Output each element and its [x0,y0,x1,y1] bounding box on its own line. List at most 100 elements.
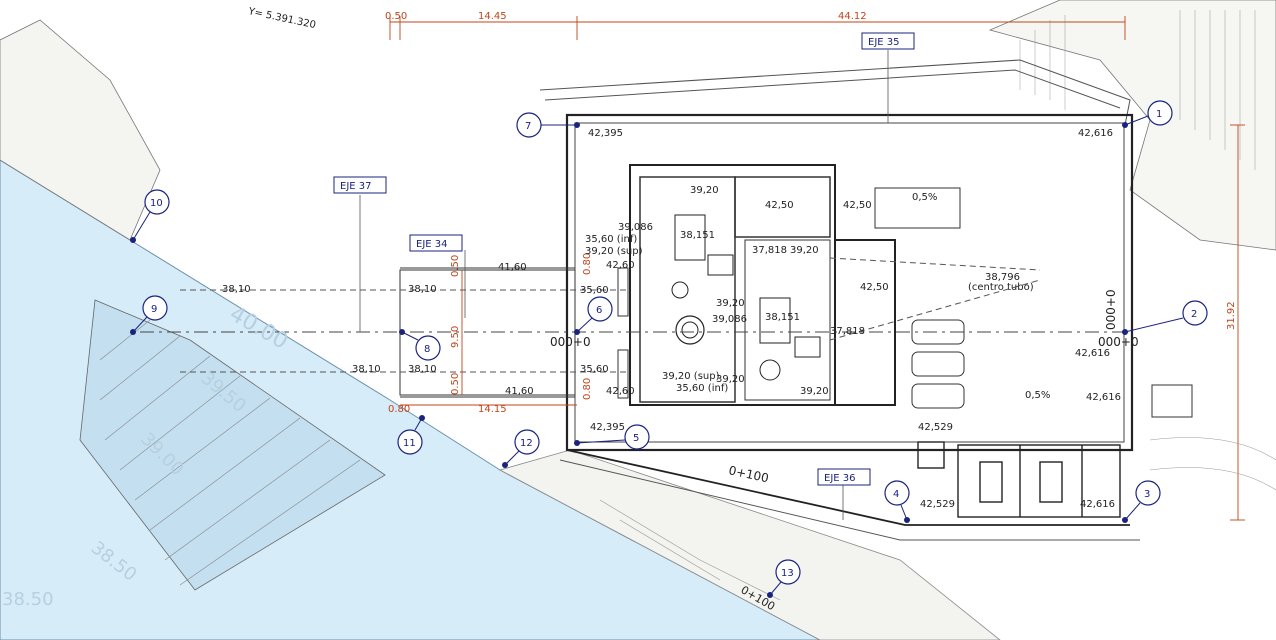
svg-text:3: 3 [1144,489,1150,500]
top-dim-4412: 44.12 [838,11,867,22]
elev-3560a: 35,60 [580,285,609,296]
elev-3: 42,616 [1080,499,1115,510]
dim-050-a: 0.50 [450,255,461,277]
point-marker-4: 4 [884,480,910,521]
svg-text:12: 12 [520,438,533,449]
elev-4260a: 42,60 [606,260,635,271]
elev-3920a: 39,20 [690,185,719,196]
point-marker-11: 11 [397,417,423,455]
rock-terrain-upper-left [0,19,161,241]
svg-text:6: 6 [596,305,602,316]
elev-39086a: 39,086 [618,222,653,233]
station-1: 000+0 [550,335,591,349]
dim-950: 9.50 [450,326,461,348]
point-marker-9: 9 [132,295,168,333]
road-bottom [566,449,1130,526]
top-dim-050: 0.50 [385,11,407,22]
elev-5: 42,395 [590,422,625,433]
transformer-bays [917,441,1121,518]
elev-37818b: 37,818 [830,326,865,337]
station-3: 0+100 [727,463,770,485]
elev-38796: 38,796 [985,272,1020,283]
top-dim-1445: 14.45 [478,11,507,22]
elev-1: 42,616 [1078,128,1113,139]
building-outer-wall [565,113,1134,452]
elev-3920b: 39,20 [790,245,819,256]
elev-3810a: 38,10 [222,284,251,295]
svg-text:EJE 34: EJE 34 [416,239,448,250]
point-marker-1: 1 [1124,100,1173,126]
bank-hatch-area [79,299,386,591]
elev-4250b: 42,50 [843,200,872,211]
point-marker-10: 10 [132,189,170,241]
note-sup: 39,20 (sup) [585,246,643,257]
point-marker-3: 3 [1124,480,1161,521]
point-marker-8: 8 [401,331,441,361]
point-marker-6: 6 [576,296,613,333]
elev-37818a: 37,818 [752,245,787,256]
elev-38151b: 38,151 [765,312,800,323]
access-road-top [539,59,1131,126]
eje-34-label: EJE 34 [409,234,463,252]
note-inf: 35,60 (inf) [585,234,637,245]
eje-37-label: EJE 37 [333,176,387,194]
elev-2: 42,616 [1075,348,1110,359]
eje-36-label: EJE 36 [817,468,871,486]
elev-3560b: 35,60 [580,364,609,375]
elev-3920e: 39,20 [716,374,745,385]
dim-080-a: 0.80 [582,253,593,275]
dim-080-c: 0.80 [388,404,410,415]
elev-4160a: 41,60 [498,262,527,273]
elev-7: 42,395 [588,128,623,139]
svg-text:EJE 37: EJE 37 [340,181,372,192]
point-marker-12: 12 [504,429,540,466]
elev-3810d: 38,10 [408,364,437,375]
coordinate-label: Y= 5.391.320 [246,6,316,31]
note-inf2: 35,60 (inf) [676,383,728,394]
svg-text:11: 11 [403,438,416,449]
svg-text:2: 2 [1191,309,1197,320]
elev-4160b: 41,60 [505,386,534,397]
slope-2: 0,5% [1025,390,1050,401]
elev-4b: 42,529 [918,422,953,433]
elev-3920c: 39,20 [716,298,745,309]
dim-080-b: 0.80 [582,378,593,400]
pipe-dashes [180,257,1041,373]
elev-38151a: 38,151 [680,230,715,241]
right-hatch [1019,10,1256,170]
elev-3810b: 38,10 [408,284,437,295]
point-marker-2: 2 [1124,300,1208,333]
powerhouse-block [629,164,836,406]
svg-text:9: 9 [151,304,157,315]
parking-cars [874,187,1193,418]
elev-r: 42,616 [1086,392,1121,403]
elev-4260b: 42,60 [606,386,635,397]
point-marker-7: 7 [516,112,577,138]
rock-terrain-bottom [498,449,1001,640]
point-marker-5: 5 [576,424,650,450]
note-sup2: 39,20 (sup) [662,371,720,382]
svg-text:10: 10 [150,198,163,209]
right-terrain [988,0,1276,251]
right-dim-3192: 31.92 [1226,301,1237,330]
station-2: 000+0 [1098,335,1139,349]
note-centro: (centro tubo) [968,282,1034,293]
elev-4: 42,529 [920,499,955,510]
contour-label-3850b: 38.50 [2,589,54,610]
svg-text:1: 1 [1156,109,1162,120]
elev-39086b: 39,086 [712,314,747,325]
eje-35-label: EJE 35 [861,32,915,50]
elev-3920d: 39,20 [800,386,829,397]
svg-text:13: 13 [781,568,794,579]
elev-4250a: 42,50 [765,200,794,211]
svg-text:4: 4 [893,489,899,500]
dim-050-b: 0.50 [450,373,461,395]
svg-text:8: 8 [424,344,430,355]
dimension-lines [389,16,1245,521]
svg-text:5: 5 [633,433,639,444]
hatch-lines [99,319,361,586]
elev-3810c: 38,10 [352,364,381,375]
svg-text:EJE 35: EJE 35 [868,37,900,48]
svg-text:EJE 36: EJE 36 [824,473,856,484]
